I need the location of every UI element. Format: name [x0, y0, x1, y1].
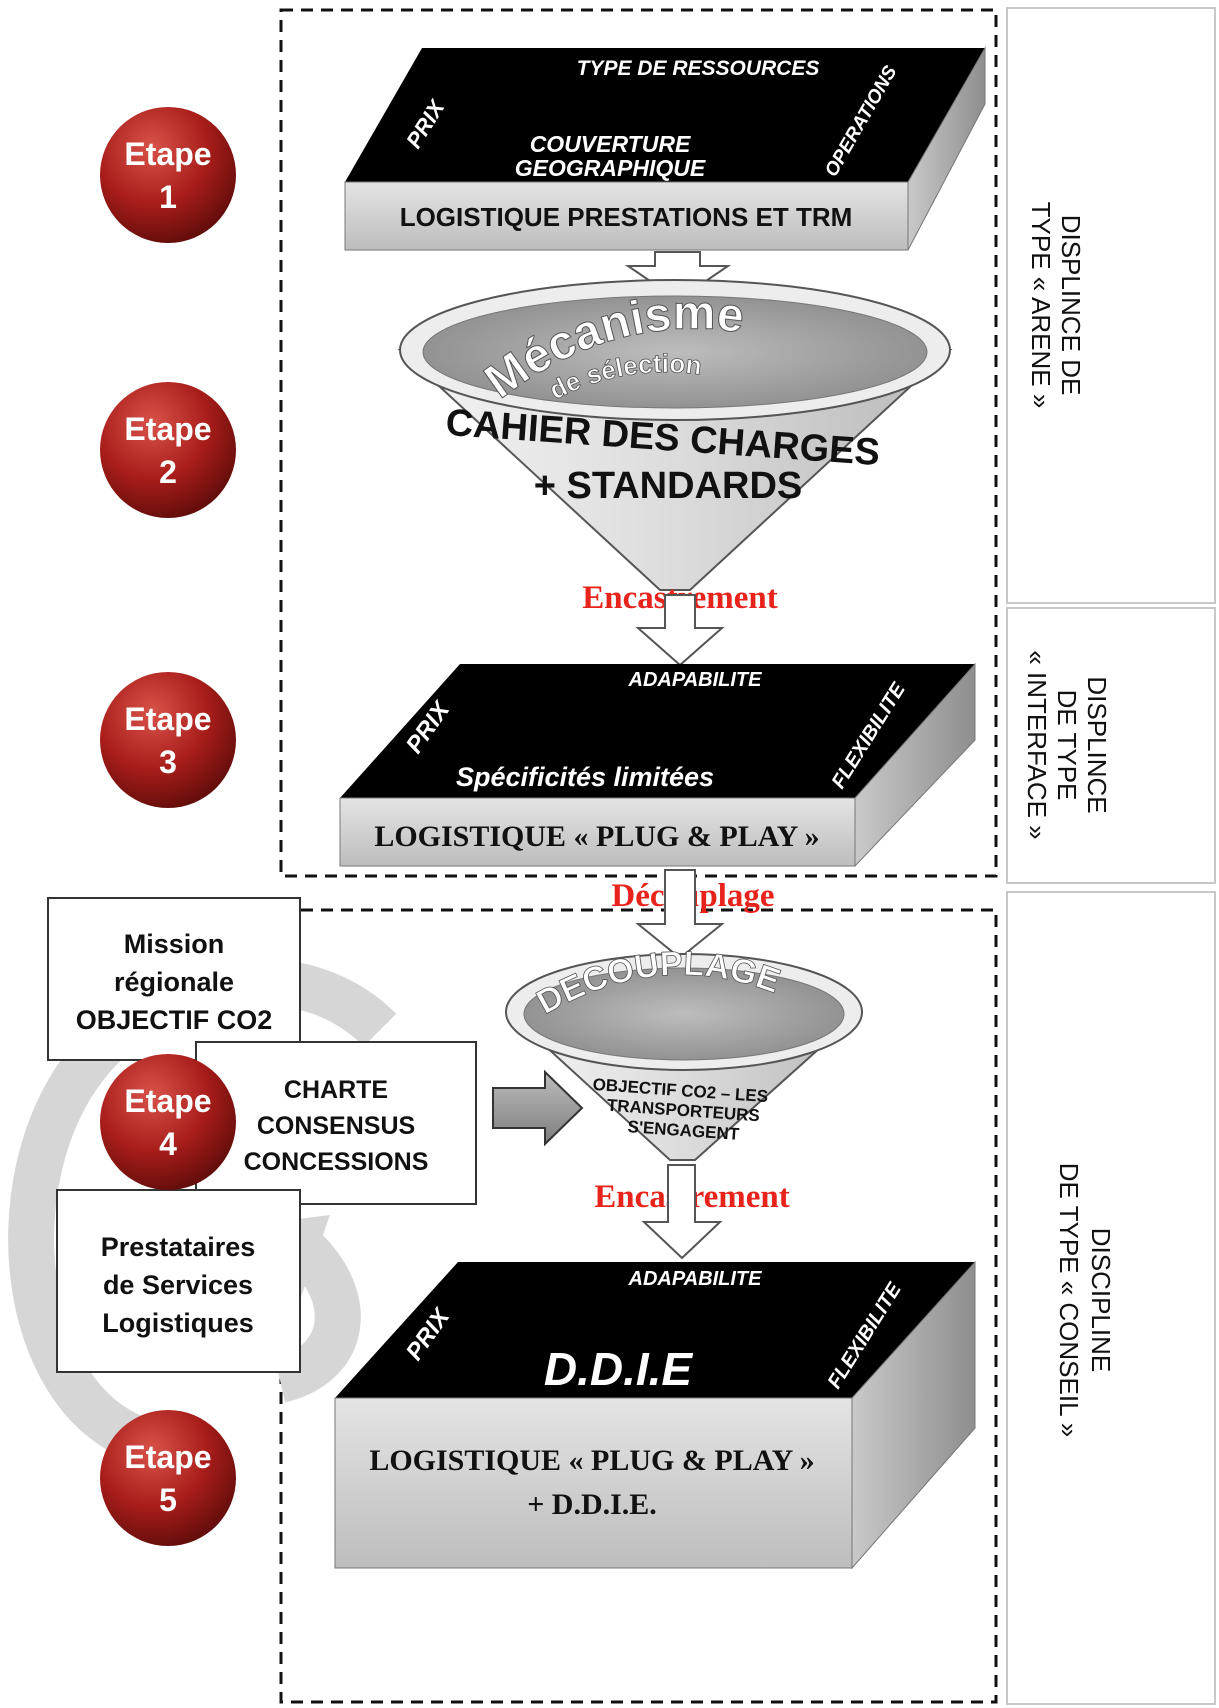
etape-2-number: 2 — [159, 454, 177, 490]
block-5-front-line1: LOGISTIQUE « PLUG & PLAY » — [369, 1444, 814, 1477]
side-tab-interface-text: DISPLINCE DE TYPE « INTERFACE » — [1022, 650, 1112, 839]
funnel-1: Mécanisme de sélection CAHIER DES CHARGE… — [397, 279, 953, 591]
block-5-center-text: D.D.I.E — [544, 1343, 694, 1395]
side-tab-conseil-line2: DE TYPE « CONSEIL » — [1054, 1163, 1084, 1438]
charte-box-line1: CHARTE — [284, 1076, 388, 1104]
block-1-front-label: LOGISTIQUE PRESTATIONS ET TRM — [400, 202, 853, 232]
block-5-front-line2: + D.D.I.E. — [527, 1488, 657, 1521]
etape-4-ball: Etape 4 — [100, 1054, 236, 1190]
prestataires-box-line1: Prestataires — [101, 1232, 256, 1262]
block-5-front — [334, 1397, 853, 1569]
side-tab-conseil — [1006, 891, 1216, 1705]
block-3-front-label: LOGISTIQUE « PLUG & PLAY » — [374, 820, 819, 853]
block-1: TYPE DE RESSOURCES PRIX OPERATIONS COUVE… — [344, 46, 986, 251]
charte-box-line2: CONSENSUS — [257, 1112, 415, 1140]
charte-box-line3: CONCESSIONS — [244, 1148, 429, 1176]
upper-dashed-frame — [279, 8, 998, 878]
etape-5-number: 5 — [159, 1482, 177, 1518]
etape-2-ball: Etape 2 — [100, 382, 236, 518]
etape-1-label: Etape — [124, 136, 211, 172]
block-5-top — [335, 1262, 975, 1398]
mission-box: Mission régionale OBJECTIF CO2 — [47, 897, 301, 1061]
etape-5-label: Etape — [124, 1439, 211, 1475]
block-1-top — [345, 48, 985, 182]
prestataires-box-line2: de Services — [103, 1270, 253, 1300]
etape-2-label: Etape — [124, 411, 211, 447]
funnel-2: DECOUPLAGE OBJECTIF CO2 – LES TRANSPORTE… — [505, 944, 863, 1161]
side-tab-arene-line1: DISPLINCE DE — [1056, 215, 1086, 396]
block-1-center-line2: GEOGRAPHIQUE — [515, 155, 706, 181]
block-1-front — [344, 181, 909, 251]
side-tab-arene-line2: TYPE « ARENE » — [1026, 202, 1056, 409]
arrow-2 — [635, 594, 725, 667]
mission-box-line3: OBJECTIF CO2 — [76, 1005, 273, 1035]
block-1-center-line1: COUVERTURE — [530, 131, 691, 157]
side-tab-conseil-text: DISCIPLINE DE TYPE « CONSEIL » — [1054, 1163, 1116, 1438]
block-3-center-text: Spécificités limitées — [456, 762, 714, 792]
side-tab-arene-text: DISPLINCE DE TYPE « ARENE » — [1026, 202, 1086, 409]
etape-3-number: 3 — [159, 744, 177, 780]
etape-1-ball: Etape 1 — [100, 107, 236, 243]
etape-5-ball: Etape 5 — [100, 1410, 236, 1546]
block-3-top-text: ADAPABILITE — [628, 669, 763, 691]
funnel-2-rim-inner — [523, 967, 845, 1061]
arrow-3 — [635, 869, 725, 960]
side-tab-interface-line3: « INTERFACE » — [1022, 650, 1052, 839]
arrow-into-funnel-2 — [492, 1069, 584, 1147]
block-5: ADAPABILITE PRIX FLEXIBILITE D.D.I.E LOG… — [334, 1260, 976, 1570]
side-tab-interface-line2: DE TYPE — [1052, 690, 1082, 801]
arrow-4 — [641, 1164, 723, 1260]
block-3-front — [339, 797, 856, 867]
funnel-1-body-line2: + STANDARDS — [534, 465, 803, 507]
mission-box-line1: Mission — [124, 929, 225, 959]
side-tab-conseil-line1: DISCIPLINE — [1086, 1228, 1116, 1373]
etape-4-label: Etape — [124, 1083, 211, 1119]
prestataires-box: Prestataires de Services Logistiques — [56, 1189, 301, 1373]
funnel-1-rim-inner — [422, 295, 928, 409]
prestataires-box-line3: Logistiques — [102, 1308, 254, 1338]
etape-3-ball: Etape 3 — [100, 672, 236, 808]
block-3: ADAPABILITE PRIX FLEXIBILITE Spécificité… — [339, 662, 976, 868]
charte-box: CHARTE CONSENSUS CONCESSIONS — [195, 1041, 477, 1205]
etape-3-label: Etape — [124, 701, 211, 737]
lower-dashed-frame — [279, 908, 998, 1704]
side-tab-interface-line1: DISPLINCE — [1082, 676, 1112, 813]
mission-box-line2: régionale — [114, 967, 234, 997]
etape-4-number: 4 — [159, 1126, 177, 1162]
side-tab-interface — [1006, 607, 1216, 884]
etape-1-number: 1 — [159, 179, 177, 215]
block-3-top — [340, 664, 975, 798]
side-tab-arene — [1006, 7, 1216, 604]
block-1-top-text: TYPE DE RESSOURCES — [577, 57, 820, 80]
block-5-top-text: ADAPABILITE — [628, 1268, 763, 1290]
